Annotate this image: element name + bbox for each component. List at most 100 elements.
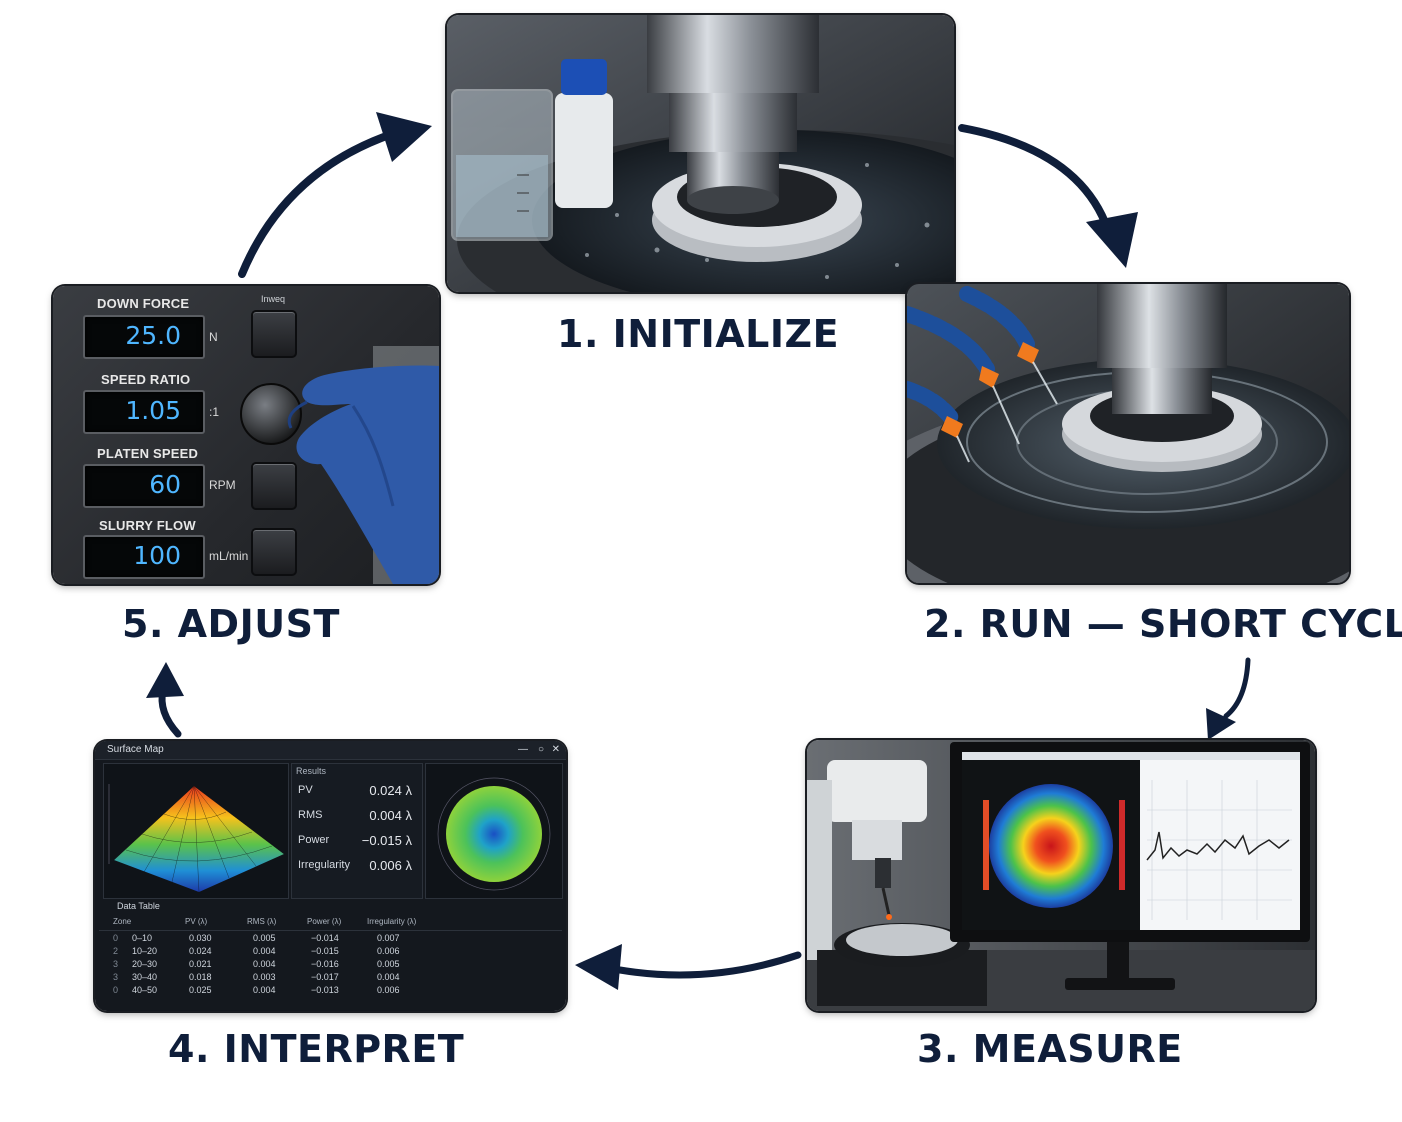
cell: 0.005	[253, 933, 276, 943]
panel-button-middle[interactable]	[251, 462, 297, 510]
cell: 0.004	[253, 985, 276, 995]
result-name: RMS	[298, 809, 323, 821]
cell: 2	[113, 946, 119, 956]
speed-ratio-display: 1.05	[83, 390, 205, 434]
down-force-label: DOWN FORCE	[97, 296, 190, 311]
surface-3d-plot	[103, 763, 289, 899]
cell: 0.025	[189, 985, 212, 995]
cell: 3	[113, 959, 119, 969]
step-5-number: 5.	[122, 602, 164, 646]
step-2-number: 2.	[924, 602, 966, 646]
col-header[interactable]: RMS (λ)	[247, 917, 277, 926]
result-row: RMS 0.004 λ	[292, 805, 422, 829]
slurry-flow-label: SLURRY FLOW	[99, 518, 196, 533]
arrowhead-1	[376, 112, 432, 162]
table-row[interactable]: 0 40–50 0.025 0.004 −0.013 0.006	[99, 983, 562, 996]
col-header[interactable]: Zone	[113, 917, 132, 926]
step-4-label: 4. INTERPRET	[168, 1027, 464, 1071]
initialize-photo	[447, 15, 954, 292]
panel-button-top[interactable]	[251, 310, 297, 358]
step-1-number: 1.	[557, 312, 599, 356]
gloved-hand	[296, 365, 439, 584]
slurry-flow-value: 100	[133, 541, 181, 570]
adjust-knob-and-hand	[240, 346, 439, 584]
adjust-knob[interactable]	[240, 383, 302, 445]
result-name: Irregularity	[298, 859, 350, 871]
interpret-screen: Surface Map — ○ ✕ Res	[95, 741, 566, 1011]
result-row: Power−0.015 λ	[292, 830, 422, 854]
result-value: −0.015 λ	[361, 833, 412, 848]
arrowhead-5	[146, 662, 184, 698]
cell: 30–40	[132, 972, 158, 982]
table-header: Zone PV (λ) RMS (λ) Power (λ) Irregulari…	[99, 915, 562, 931]
cell: 0.006	[377, 946, 400, 956]
cell: 0.004	[253, 946, 276, 956]
arrowhead-2	[1086, 212, 1138, 268]
cell: 10–20	[132, 946, 158, 956]
down-force-value: 25.0	[125, 321, 181, 350]
step-5-label: 5. ADJUST	[122, 602, 340, 646]
result-row: Irregularity 0.006 λ	[292, 855, 422, 879]
down-force-unit: N	[209, 330, 218, 344]
window-title: Surface Map	[107, 744, 164, 755]
cell: 0	[113, 985, 119, 995]
step-1-label: 1. INITIALIZE	[557, 312, 839, 356]
measure-photo	[807, 740, 1315, 1011]
data-table-title: Data Table	[117, 901, 160, 911]
result-value: 0.006 λ	[369, 858, 412, 873]
cell: −0.017	[311, 972, 339, 982]
minimize-icon[interactable]: —	[518, 744, 528, 755]
cell: 40–50	[132, 985, 158, 995]
maximize-icon[interactable]: ○	[537, 744, 544, 755]
slurry-flow-unit: mL/min	[209, 549, 249, 563]
circular-surface-map	[425, 763, 563, 899]
platen-speed-label: PLATEN SPEED	[97, 446, 199, 461]
panel-button-bottom[interactable]	[251, 528, 297, 576]
arrowhead-3	[1206, 708, 1236, 740]
speed-ratio-value: 1.05	[125, 396, 181, 425]
result-row: PV 0.024 λ	[292, 780, 422, 804]
close-icon[interactable]: ✕	[551, 744, 560, 755]
cell: −0.015	[311, 946, 339, 956]
cell: −0.014	[311, 933, 339, 943]
slurry-flow-display: 100	[83, 535, 205, 579]
speed-ratio-label: SPEED RATIO	[101, 372, 191, 387]
button-top-label: Inweq	[261, 294, 286, 304]
arrow-initialize-to-run	[958, 124, 1112, 234]
cell: 0–10	[132, 933, 153, 943]
step-1-title: INITIALIZE	[612, 312, 840, 356]
step-5-title: ADJUST	[177, 602, 340, 646]
cell: 0.018	[189, 972, 212, 982]
arrow-adjust-to-initialize	[238, 129, 399, 278]
cell: −0.013	[311, 985, 339, 995]
cell: 20–30	[132, 959, 158, 969]
cell: 0.030	[189, 933, 212, 943]
cell: 0.006	[377, 985, 400, 995]
col-header[interactable]: Power (λ)	[307, 917, 342, 926]
result-name: PV	[298, 784, 313, 796]
platen-speed-display: 60	[83, 464, 205, 508]
step-3-label: 3. MEASURE	[917, 1027, 1183, 1071]
run-photo	[907, 284, 1349, 583]
result-value: 0.004 λ	[369, 808, 412, 823]
col-header[interactable]: Irregularity (λ)	[367, 917, 417, 926]
arrowhead-4	[575, 944, 622, 990]
cell: 0.005	[377, 959, 400, 969]
result-value: 0.024 λ	[369, 783, 412, 798]
cell: −0.016	[311, 959, 339, 969]
step-3-number: 3.	[917, 1027, 959, 1071]
col-header[interactable]: PV (λ)	[185, 917, 208, 926]
window-titlebar: Surface Map — ○ ✕	[95, 741, 566, 760]
step-3-title: MEASURE	[972, 1027, 1183, 1071]
arrow-run-to-measure	[1223, 657, 1251, 719]
cell: 0	[113, 933, 119, 943]
arrow-measure-to-interpret	[616, 951, 802, 979]
arrow-interpret-to-adjust	[158, 686, 182, 738]
speed-ratio-unit: :1	[209, 405, 220, 419]
platen-speed-value: 60	[149, 470, 181, 499]
